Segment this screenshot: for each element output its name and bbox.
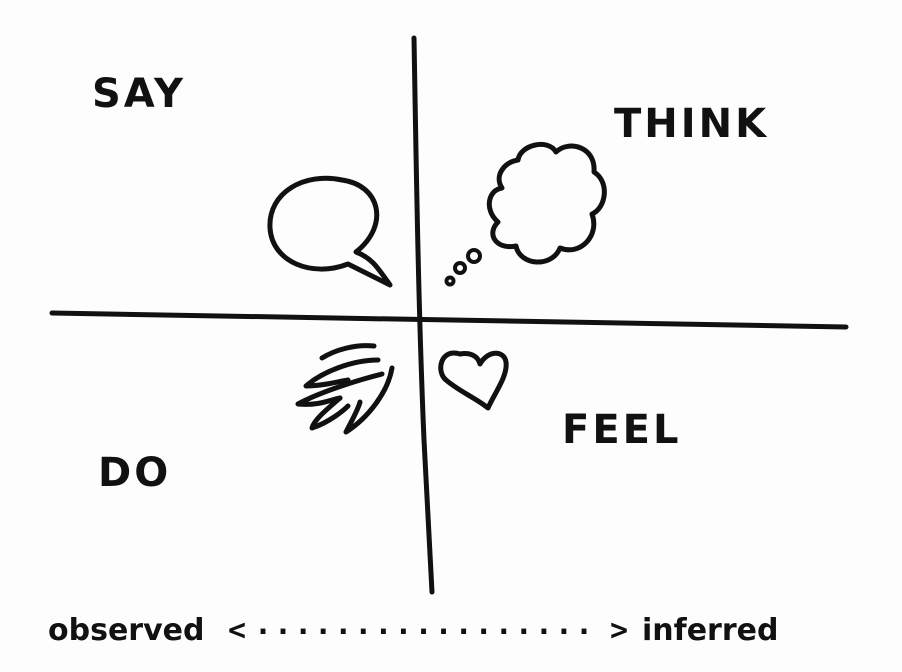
inferred-label: inferred bbox=[642, 613, 779, 648]
think-label: THINK bbox=[614, 101, 770, 147]
observed-label: observed bbox=[48, 613, 205, 648]
dotted-scale-line: ................. bbox=[254, 607, 596, 642]
thought-bubble-icon bbox=[444, 141, 607, 287]
vertical-axis-line bbox=[411, 35, 435, 595]
feel-label: FEEL bbox=[562, 407, 682, 453]
horizontal-axis-line bbox=[49, 310, 849, 330]
say-label: SAY bbox=[92, 71, 186, 117]
arrow-left-head: < bbox=[228, 613, 247, 648]
hand-icon bbox=[295, 343, 395, 435]
speech-bubble-icon bbox=[267, 175, 393, 288]
heart-icon bbox=[438, 350, 509, 411]
do-label: DO bbox=[98, 450, 172, 496]
arrow-right-head: > bbox=[610, 613, 629, 648]
